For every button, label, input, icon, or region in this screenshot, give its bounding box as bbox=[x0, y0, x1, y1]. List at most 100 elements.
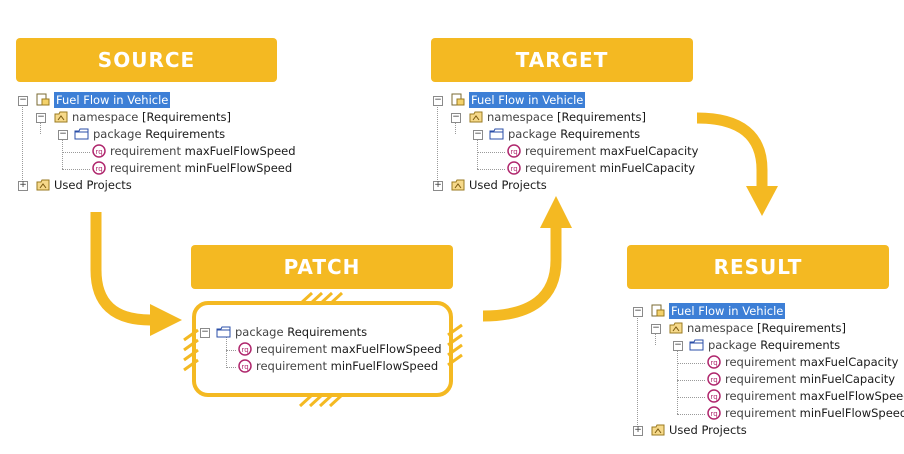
tree-row-used-projects[interactable]: + Used Projects bbox=[633, 422, 747, 438]
package-folder-icon bbox=[216, 326, 231, 338]
result-banner: RESULT bbox=[627, 245, 889, 289]
used-projects-label: Used Projects bbox=[54, 178, 132, 192]
collapse-icon[interactable]: − bbox=[433, 95, 443, 106]
collapse-icon[interactable]: − bbox=[673, 340, 683, 351]
root-label: Fuel Flow in Vehicle bbox=[54, 92, 171, 108]
tree-row-requirement[interactable]: rq requirement maxFuelCapacity bbox=[707, 354, 898, 370]
tree-row-namespace[interactable]: − namespace [Requirements] bbox=[651, 320, 846, 336]
tree-row-root[interactable]: − Fuel Flow in Vehicle bbox=[633, 303, 786, 319]
tree-row-requirement[interactable]: rq requirement maxFuelFlowSpeed bbox=[92, 143, 296, 159]
requirement-icon: rq bbox=[238, 342, 252, 356]
requirement-keyword: requirement bbox=[525, 161, 596, 175]
requirement-name: minFuelCapacity bbox=[599, 161, 696, 175]
collapse-icon[interactable]: − bbox=[451, 112, 461, 123]
namespace-name: [Requirements] bbox=[757, 321, 846, 335]
collapse-icon[interactable]: − bbox=[200, 327, 210, 338]
tree-row-requirement[interactable]: rq requirement maxFuelFlowSpeed bbox=[707, 388, 904, 404]
requirement-name: minFuelFlowSpeed bbox=[330, 359, 439, 373]
model-icon bbox=[651, 304, 665, 317]
svg-text:rq: rq bbox=[96, 165, 103, 173]
svg-text:rq: rq bbox=[242, 346, 249, 354]
requirement-keyword: requirement bbox=[525, 144, 596, 158]
package-folder-icon bbox=[489, 128, 504, 140]
svg-text:rq: rq bbox=[711, 393, 718, 401]
tree-row-namespace[interactable]: − namespace [Requirements] bbox=[36, 109, 231, 125]
requirement-icon: rq bbox=[92, 161, 106, 175]
collapse-icon[interactable]: − bbox=[651, 323, 661, 334]
tree-row-root[interactable]: − Fuel Flow in Vehicle bbox=[433, 92, 586, 108]
used-projects-label: Used Projects bbox=[669, 423, 747, 437]
used-projects-folder-icon bbox=[651, 424, 665, 436]
requirement-keyword: requirement bbox=[256, 359, 327, 373]
used-projects-label: Used Projects bbox=[469, 178, 547, 192]
package-name: Requirements bbox=[145, 127, 226, 141]
tree-row-package[interactable]: − package Requirements bbox=[58, 126, 225, 142]
package-name: Requirements bbox=[287, 325, 368, 339]
namespace-name: [Requirements] bbox=[142, 110, 231, 124]
arrow-source-to-patch-head bbox=[150, 304, 182, 336]
collapse-icon[interactable]: − bbox=[633, 306, 643, 317]
tree-row-used-projects[interactable]: + Used Projects bbox=[433, 177, 547, 193]
requirement-name: maxFuelFlowSpeed bbox=[799, 389, 904, 403]
tree-row-requirement[interactable]: rq requirement maxFuelCapacity bbox=[507, 143, 698, 159]
namespace-folder-icon bbox=[669, 322, 683, 334]
requirement-keyword: requirement bbox=[110, 161, 181, 175]
requirement-keyword: requirement bbox=[256, 342, 327, 356]
arrow-patch-to-target-head bbox=[540, 196, 572, 228]
used-projects-folder-icon bbox=[451, 179, 465, 191]
svg-text:rq: rq bbox=[96, 148, 103, 156]
expand-icon[interactable]: + bbox=[633, 425, 643, 436]
requirement-keyword: requirement bbox=[110, 144, 181, 158]
collapse-icon[interactable]: − bbox=[18, 95, 28, 106]
tree-row-requirement[interactable]: rq requirement minFuelFlowSpeed bbox=[238, 358, 438, 374]
tree-row-package[interactable]: − package Requirements bbox=[673, 337, 840, 353]
root-label: Fuel Flow in Vehicle bbox=[469, 92, 586, 108]
arrow-source-to-patch bbox=[90, 212, 151, 326]
tree-row-package[interactable]: − package Requirements bbox=[200, 324, 367, 340]
tree-row-namespace[interactable]: − namespace [Requirements] bbox=[451, 109, 646, 125]
namespace-name: [Requirements] bbox=[557, 110, 646, 124]
tree-row-used-projects[interactable]: + Used Projects bbox=[18, 177, 132, 193]
target-banner: TARGET bbox=[431, 38, 693, 82]
tree-row-root[interactable]: − Fuel Flow in Vehicle bbox=[18, 92, 171, 108]
collapse-icon[interactable]: − bbox=[36, 112, 46, 123]
tree-row-requirement[interactable]: rq requirement minFuelFlowSpeed bbox=[707, 405, 904, 421]
svg-text:rq: rq bbox=[242, 363, 249, 371]
requirement-name: maxFuelCapacity bbox=[799, 355, 899, 369]
svg-text:rq: rq bbox=[711, 410, 718, 418]
package-keyword: package bbox=[708, 338, 757, 352]
tree-row-package[interactable]: − package Requirements bbox=[473, 126, 640, 142]
package-keyword: package bbox=[93, 127, 142, 141]
package-name: Requirements bbox=[560, 127, 641, 141]
requirement-keyword: requirement bbox=[725, 389, 796, 403]
expand-icon[interactable]: + bbox=[433, 180, 443, 191]
tree-row-requirement[interactable]: rq requirement maxFuelFlowSpeed bbox=[238, 341, 442, 357]
used-projects-folder-icon bbox=[36, 179, 50, 191]
tree-row-requirement[interactable]: rq requirement minFuelFlowSpeed bbox=[92, 160, 292, 176]
collapse-icon[interactable]: − bbox=[473, 129, 483, 140]
requirement-name: maxFuelFlowSpeed bbox=[330, 342, 442, 356]
namespace-folder-icon bbox=[469, 111, 483, 123]
source-banner: SOURCE bbox=[16, 38, 277, 82]
requirement-icon: rq bbox=[707, 372, 721, 386]
requirement-icon: rq bbox=[92, 144, 106, 158]
model-icon bbox=[451, 93, 465, 106]
tree-row-requirement[interactable]: rq requirement minFuelCapacity bbox=[507, 160, 695, 176]
svg-text:rq: rq bbox=[711, 376, 718, 384]
collapse-icon[interactable]: − bbox=[58, 129, 68, 140]
arrow-target-to-result-head bbox=[746, 186, 778, 216]
requirement-name: minFuelCapacity bbox=[799, 372, 896, 386]
package-folder-icon bbox=[689, 339, 704, 351]
requirement-icon: rq bbox=[507, 144, 521, 158]
model-icon bbox=[36, 93, 50, 106]
namespace-keyword: namespace bbox=[687, 321, 754, 335]
requirement-name: minFuelFlowSpeed bbox=[184, 161, 293, 175]
requirement-name: maxFuelFlowSpeed bbox=[184, 144, 296, 158]
tree-row-requirement[interactable]: rq requirement minFuelCapacity bbox=[707, 371, 895, 387]
arrow-patch-to-target bbox=[482, 228, 562, 322]
package-keyword: package bbox=[235, 325, 284, 339]
namespace-keyword: namespace bbox=[487, 110, 554, 124]
requirement-icon: rq bbox=[507, 161, 521, 175]
expand-icon[interactable]: + bbox=[18, 180, 28, 191]
requirement-name: maxFuelCapacity bbox=[599, 144, 699, 158]
